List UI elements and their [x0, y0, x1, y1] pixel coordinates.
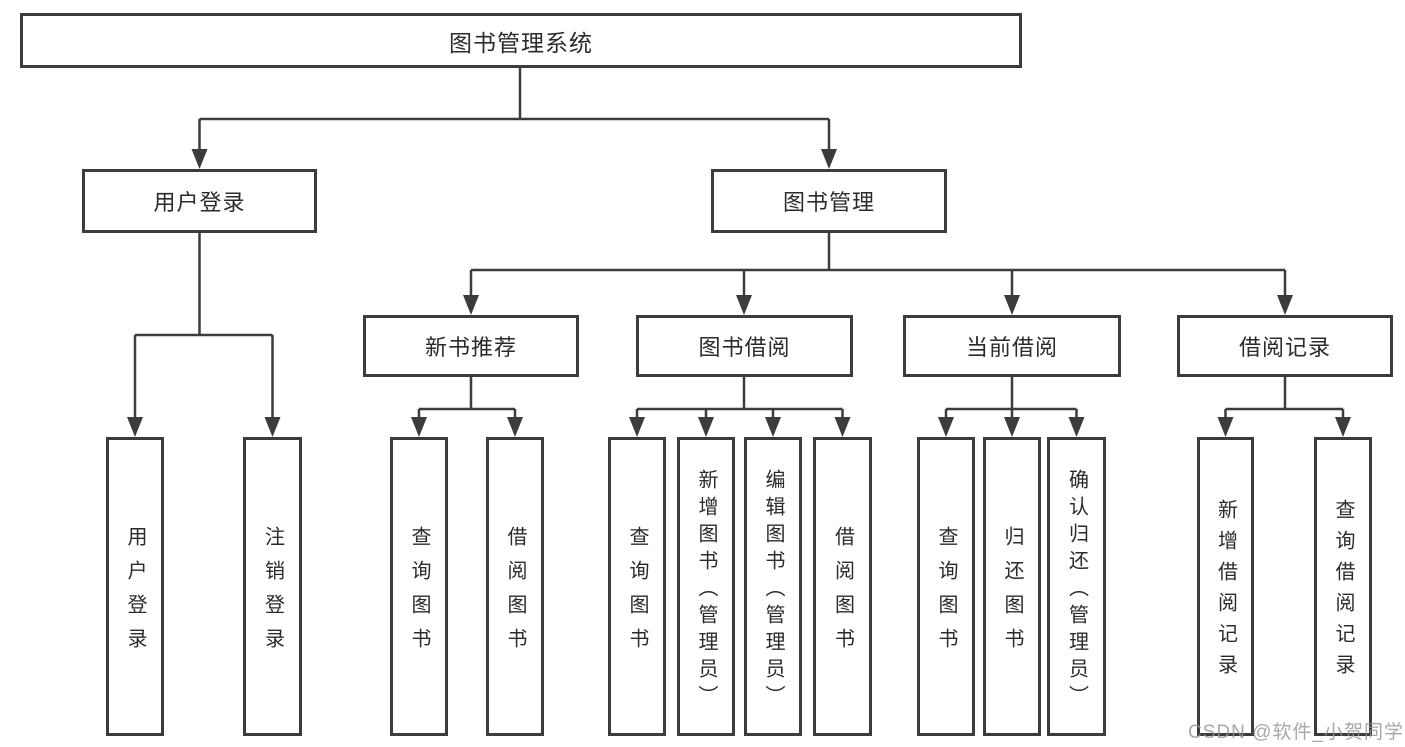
leaf-query-books-borrow: 查询图书 — [608, 437, 666, 736]
node-label: 新书推荐 — [424, 335, 517, 360]
node-label: 查询图书 — [408, 525, 430, 662]
node-borrow-records: 借阅记录 — [1177, 315, 1393, 377]
node-label: 借阅图书 — [831, 525, 854, 662]
node-label: 用户登录 — [153, 190, 246, 215]
leaf-query-books-current: 查询图书 — [917, 437, 975, 736]
watermark: CSDN @软件_小贺同学 — [1188, 722, 1404, 743]
node-label: 新增图书（管理员） — [695, 468, 717, 712]
leaf-query-borrow-record: 查询借阅记录 — [1314, 437, 1372, 736]
node-label: 查询图书 — [935, 525, 957, 662]
leaf-return-books: 归还图书 — [983, 437, 1041, 736]
node-label: 新增借阅记录 — [1214, 499, 1237, 685]
node-label: 编辑图书（管理员） — [762, 468, 784, 712]
node-label: 注销登录 — [261, 525, 284, 662]
node-new-book-recommend: 新书推荐 — [363, 315, 579, 377]
leaf-add-borrow-record: 新增借阅记录 — [1197, 437, 1254, 736]
node-label: 用户登录 — [124, 525, 146, 662]
node-label: 确认归还（管理员） — [1065, 468, 1088, 712]
node-label: 借阅图书 — [504, 525, 526, 662]
node-label: 借阅记录 — [1238, 335, 1331, 360]
node-user-login: 用户登录 — [82, 169, 317, 233]
node-library-system: 图书管理系统 — [20, 13, 1022, 68]
node-label: 查询图书 — [626, 525, 648, 662]
leaf-logout: 注销登录 — [243, 437, 302, 736]
node-book-management: 图书管理 — [711, 169, 947, 233]
node-label: 查询借阅记录 — [1332, 499, 1354, 685]
node-label: 图书借阅 — [698, 335, 791, 360]
leaf-query-books-recommend: 查询图书 — [390, 437, 448, 736]
node-label: 当前借阅 — [965, 335, 1058, 360]
leaf-borrow-books: 借阅图书 — [813, 437, 872, 736]
leaf-confirm-return-admin: 确认归还（管理员） — [1047, 437, 1106, 736]
node-label: 图书管理系统 — [449, 29, 593, 56]
node-book-borrow: 图书借阅 — [636, 315, 853, 377]
arrowheads — [127, 149, 1351, 437]
leaf-user-login: 用户登录 — [106, 437, 164, 736]
node-label: 图书管理 — [782, 190, 875, 215]
leaf-borrow-books-recommend: 借阅图书 — [486, 437, 544, 736]
node-label: 归还图书 — [1001, 525, 1023, 662]
leaf-edit-book-admin: 编辑图书（管理员） — [744, 437, 802, 736]
node-current-borrow: 当前借阅 — [903, 315, 1121, 377]
leaf-add-book-admin: 新增图书（管理员） — [677, 437, 735, 736]
